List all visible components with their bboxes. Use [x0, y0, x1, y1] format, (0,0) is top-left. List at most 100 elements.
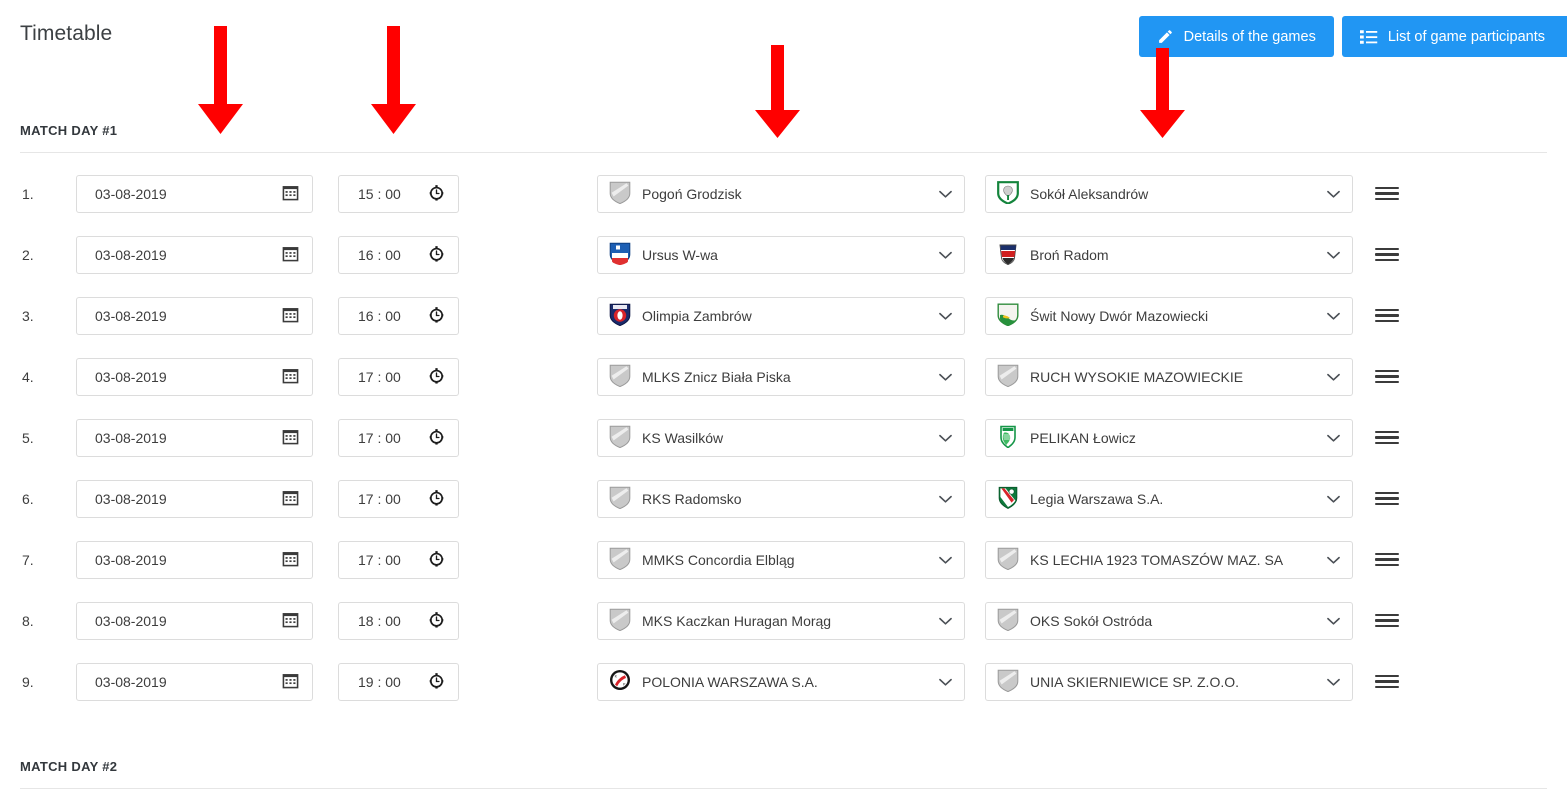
- chevron-down-icon[interactable]: [939, 308, 952, 324]
- home-team-select[interactable]: Olimpia Zambrów: [597, 296, 965, 335]
- chevron-down-icon[interactable]: [939, 186, 952, 202]
- away-team-select[interactable]: Broń Radom: [985, 235, 1353, 274]
- away-team-select[interactable]: Legia Warszawa S.A.: [985, 479, 1353, 518]
- row-index: 6.: [22, 490, 34, 507]
- arrow-to-date-column: [198, 26, 243, 134]
- match-date-input[interactable]: 03-08-2019: [76, 296, 313, 335]
- chevron-down-icon[interactable]: [1327, 552, 1340, 568]
- home-team-select[interactable]: Pogoń Grodzisk: [597, 174, 965, 213]
- drag-handle-icon[interactable]: [1375, 369, 1399, 384]
- away-team-name: Broń Radom: [1030, 246, 1109, 263]
- chevron-down-icon[interactable]: [1327, 186, 1340, 202]
- home-team-crest-icon: [609, 485, 631, 512]
- home-team-select[interactable]: Ursus W-wa: [597, 235, 965, 274]
- calendar-icon[interactable]: [282, 245, 299, 265]
- away-team-select[interactable]: RUCH WYSOKIE MAZOWIECKIE: [985, 357, 1353, 396]
- match-time-input[interactable]: 17 : 00: [338, 540, 459, 579]
- away-team-select[interactable]: PELIKAN Łowicz: [985, 418, 1353, 457]
- chevron-down-icon[interactable]: [1327, 308, 1340, 324]
- pencil-icon: [1157, 28, 1174, 45]
- drag-handle-icon[interactable]: [1375, 552, 1399, 567]
- row-index: 1.: [22, 185, 34, 202]
- details-of-the-games-button[interactable]: Details of the games: [1138, 16, 1334, 57]
- match-time-input[interactable]: 16 : 00: [338, 296, 459, 335]
- home-team-crest-icon: [609, 241, 631, 268]
- match-time-value: 18 : 00: [358, 612, 401, 629]
- clock-icon[interactable]: [428, 245, 445, 265]
- match-time-input[interactable]: 16 : 00: [338, 235, 459, 274]
- drag-handle-icon[interactable]: [1375, 186, 1399, 201]
- away-team-select[interactable]: KS LECHIA 1923 TOMASZÓW MAZ. SA: [985, 540, 1353, 579]
- match-time-input[interactable]: 15 : 00: [338, 174, 459, 213]
- clock-icon[interactable]: [428, 367, 445, 387]
- chevron-down-icon[interactable]: [939, 369, 952, 385]
- away-team-crest-icon: [997, 668, 1019, 695]
- row-index: 4.: [22, 368, 34, 385]
- drag-handle-icon[interactable]: [1375, 247, 1399, 262]
- match-date-input[interactable]: 03-08-2019: [76, 357, 313, 396]
- calendar-icon[interactable]: [282, 184, 299, 204]
- away-team-select[interactable]: Sokół Aleksandrów: [985, 174, 1353, 213]
- match-date-input[interactable]: 03-08-2019: [76, 479, 313, 518]
- home-team-select[interactable]: RKS Radomsko: [597, 479, 965, 518]
- page-title: Timetable: [20, 22, 113, 45]
- drag-handle-icon[interactable]: [1375, 430, 1399, 445]
- match-time-input[interactable]: 17 : 00: [338, 479, 459, 518]
- match-day-1-divider: [20, 152, 1547, 153]
- home-team-name: KS Wasilków: [642, 429, 724, 446]
- calendar-icon[interactable]: [282, 428, 299, 448]
- away-team-select[interactable]: Świt Nowy Dwór Mazowiecki: [985, 296, 1353, 335]
- calendar-icon[interactable]: [282, 672, 299, 692]
- home-team-select[interactable]: MLKS Znicz Biała Piska: [597, 357, 965, 396]
- match-date-input[interactable]: 03-08-2019: [76, 662, 313, 701]
- drag-handle-icon[interactable]: [1375, 308, 1399, 323]
- calendar-icon[interactable]: [282, 367, 299, 387]
- away-team-select[interactable]: UNIA SKIERNIEWICE SP. Z.O.O.: [985, 662, 1353, 701]
- clock-icon[interactable]: [428, 306, 445, 326]
- match-time-value: 17 : 00: [358, 368, 401, 385]
- home-team-select[interactable]: KS Wasilków: [597, 418, 965, 457]
- calendar-icon[interactable]: [282, 611, 299, 631]
- clock-icon[interactable]: [428, 489, 445, 509]
- chevron-down-icon[interactable]: [1327, 430, 1340, 446]
- match-date-input[interactable]: 03-08-2019: [76, 174, 313, 213]
- match-time-input[interactable]: 19 : 00: [338, 662, 459, 701]
- match-time-input[interactable]: 17 : 00: [338, 357, 459, 396]
- chevron-down-icon[interactable]: [939, 674, 952, 690]
- calendar-icon[interactable]: [282, 489, 299, 509]
- home-team-select[interactable]: MKS Kaczkan Huragan Morąg: [597, 601, 965, 640]
- clock-icon[interactable]: [428, 428, 445, 448]
- match-time-input[interactable]: 18 : 00: [338, 601, 459, 640]
- drag-handle-icon[interactable]: [1375, 674, 1399, 689]
- chevron-down-icon[interactable]: [1327, 613, 1340, 629]
- away-team-name: KS LECHIA 1923 TOMASZÓW MAZ. SA: [1030, 551, 1284, 568]
- chevron-down-icon[interactable]: [1327, 369, 1340, 385]
- clock-icon[interactable]: [428, 611, 445, 631]
- clock-icon[interactable]: [428, 672, 445, 692]
- drag-handle-icon[interactable]: [1375, 613, 1399, 628]
- match-date-input[interactable]: 03-08-2019: [76, 601, 313, 640]
- drag-handle-icon[interactable]: [1375, 491, 1399, 506]
- chevron-down-icon[interactable]: [939, 247, 952, 263]
- chevron-down-icon[interactable]: [1327, 247, 1340, 263]
- match-date-input[interactable]: 03-08-2019: [76, 418, 313, 457]
- chevron-down-icon[interactable]: [939, 491, 952, 507]
- match-date-input[interactable]: 03-08-2019: [76, 540, 313, 579]
- home-team-select[interactable]: MMKS Concordia Elbląg: [597, 540, 965, 579]
- match-date-input[interactable]: 03-08-2019: [76, 235, 313, 274]
- chevron-down-icon[interactable]: [939, 430, 952, 446]
- list-of-game-participants-button[interactable]: List of game participants: [1341, 16, 1567, 57]
- chevron-down-icon[interactable]: [939, 613, 952, 629]
- chevron-down-icon[interactable]: [1327, 491, 1340, 507]
- chevron-down-icon[interactable]: [1327, 674, 1340, 690]
- calendar-icon[interactable]: [282, 550, 299, 570]
- calendar-icon[interactable]: [282, 306, 299, 326]
- match-time-input[interactable]: 17 : 00: [338, 418, 459, 457]
- clock-icon[interactable]: [428, 550, 445, 570]
- clock-icon[interactable]: [428, 184, 445, 204]
- chevron-down-icon[interactable]: [939, 552, 952, 568]
- away-team-select[interactable]: OKS Sokół Ostróda: [985, 601, 1353, 640]
